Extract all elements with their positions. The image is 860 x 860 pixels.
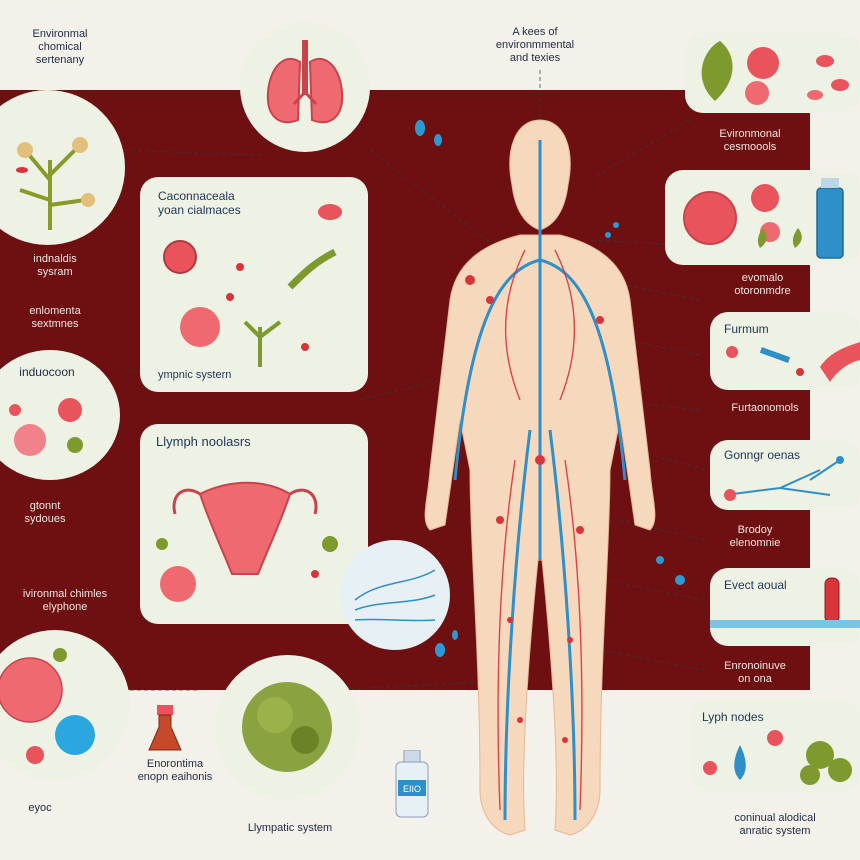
right-panel-evect: Evect aoual xyxy=(710,568,860,646)
upper-panel: Caconnaceala yoan cialmaces ympnic syste… xyxy=(140,177,368,392)
bottom-left-circle xyxy=(0,630,130,780)
label-right-8: Enronoinuve on ona xyxy=(724,660,786,685)
right-panel-furmum-title: Furmum xyxy=(724,322,769,336)
label-left-4: gtonnt sydoues xyxy=(24,500,66,525)
cells-cluster-icon xyxy=(0,648,95,764)
right-panel-furmum: Furmum xyxy=(710,312,860,390)
induction-circle: induocoon xyxy=(0,350,120,480)
label-top-center: A kees of environmmental and texies xyxy=(495,26,575,64)
lungs-icon xyxy=(266,40,344,124)
lungs-circle xyxy=(240,22,370,152)
moss-circle xyxy=(215,655,360,800)
label-left-2: enlomenta sextmnes xyxy=(29,305,81,330)
test-tube-icon xyxy=(710,577,860,628)
leaf-icon xyxy=(701,41,849,105)
vessel-segment-icon xyxy=(726,342,860,382)
right-panel-gonngr-title: Gonngr oenas xyxy=(724,448,801,462)
label-right-1: Evironmonal cesmoools xyxy=(719,128,781,153)
moss-icon xyxy=(242,682,332,772)
branch-icon xyxy=(724,456,844,501)
right-panel-bottle xyxy=(665,170,860,265)
right-panel-gonngr: Gonngr oenas xyxy=(710,440,860,510)
label-bottom-center: Llympatic system xyxy=(247,822,333,834)
label-bottom-right: coninual alodical anratic system xyxy=(734,812,816,837)
uterus-icon xyxy=(156,481,338,602)
lymph-nodes-icon xyxy=(703,730,852,785)
label-bottom-center-left: Enorontima enopn eaihonis xyxy=(137,758,213,783)
middle-panel: Llymph noolasrs xyxy=(140,424,368,624)
medicine-bottle-icon: EIIO xyxy=(395,750,429,818)
label-right-2: evomalo otoronmdre xyxy=(734,272,791,297)
right-panel-evect-title: Evect aoual xyxy=(724,578,787,592)
upper-panel-title: Caconnaceala yoan cialmaces xyxy=(158,189,241,217)
water-bottle-icon xyxy=(683,178,844,259)
microbes-icon xyxy=(163,204,342,367)
cells-icon xyxy=(9,398,83,456)
bottle-label: EIIO xyxy=(403,784,421,794)
tree-circle xyxy=(0,90,125,245)
right-panel-lyph: Lyph nodes xyxy=(690,700,860,792)
vessel-network-icon xyxy=(354,569,436,622)
label-right-6: Brodoy elenomnie xyxy=(729,524,781,549)
right-panel-lyph-title: Lyph nodes xyxy=(702,710,764,724)
flask-icon xyxy=(148,705,182,751)
label-left-1: indnaldis sysram xyxy=(33,253,77,278)
upper-panel-caption: ympnic systern xyxy=(158,369,232,381)
tree-icon xyxy=(16,137,95,230)
label-bottom-left: eyoc xyxy=(28,802,52,814)
label-right-4: Furtaonomols xyxy=(731,402,799,414)
middle-panel-title: Llymph noolasrs xyxy=(156,434,251,449)
lymph-bundle-circle xyxy=(340,540,450,650)
label-left-5: ivironmal chimles elyphone xyxy=(22,588,108,613)
right-panel-leaf xyxy=(685,33,860,113)
label-top-left: Environmal chomical sertenany xyxy=(32,28,88,66)
label-left-3: induocoon xyxy=(19,365,75,379)
